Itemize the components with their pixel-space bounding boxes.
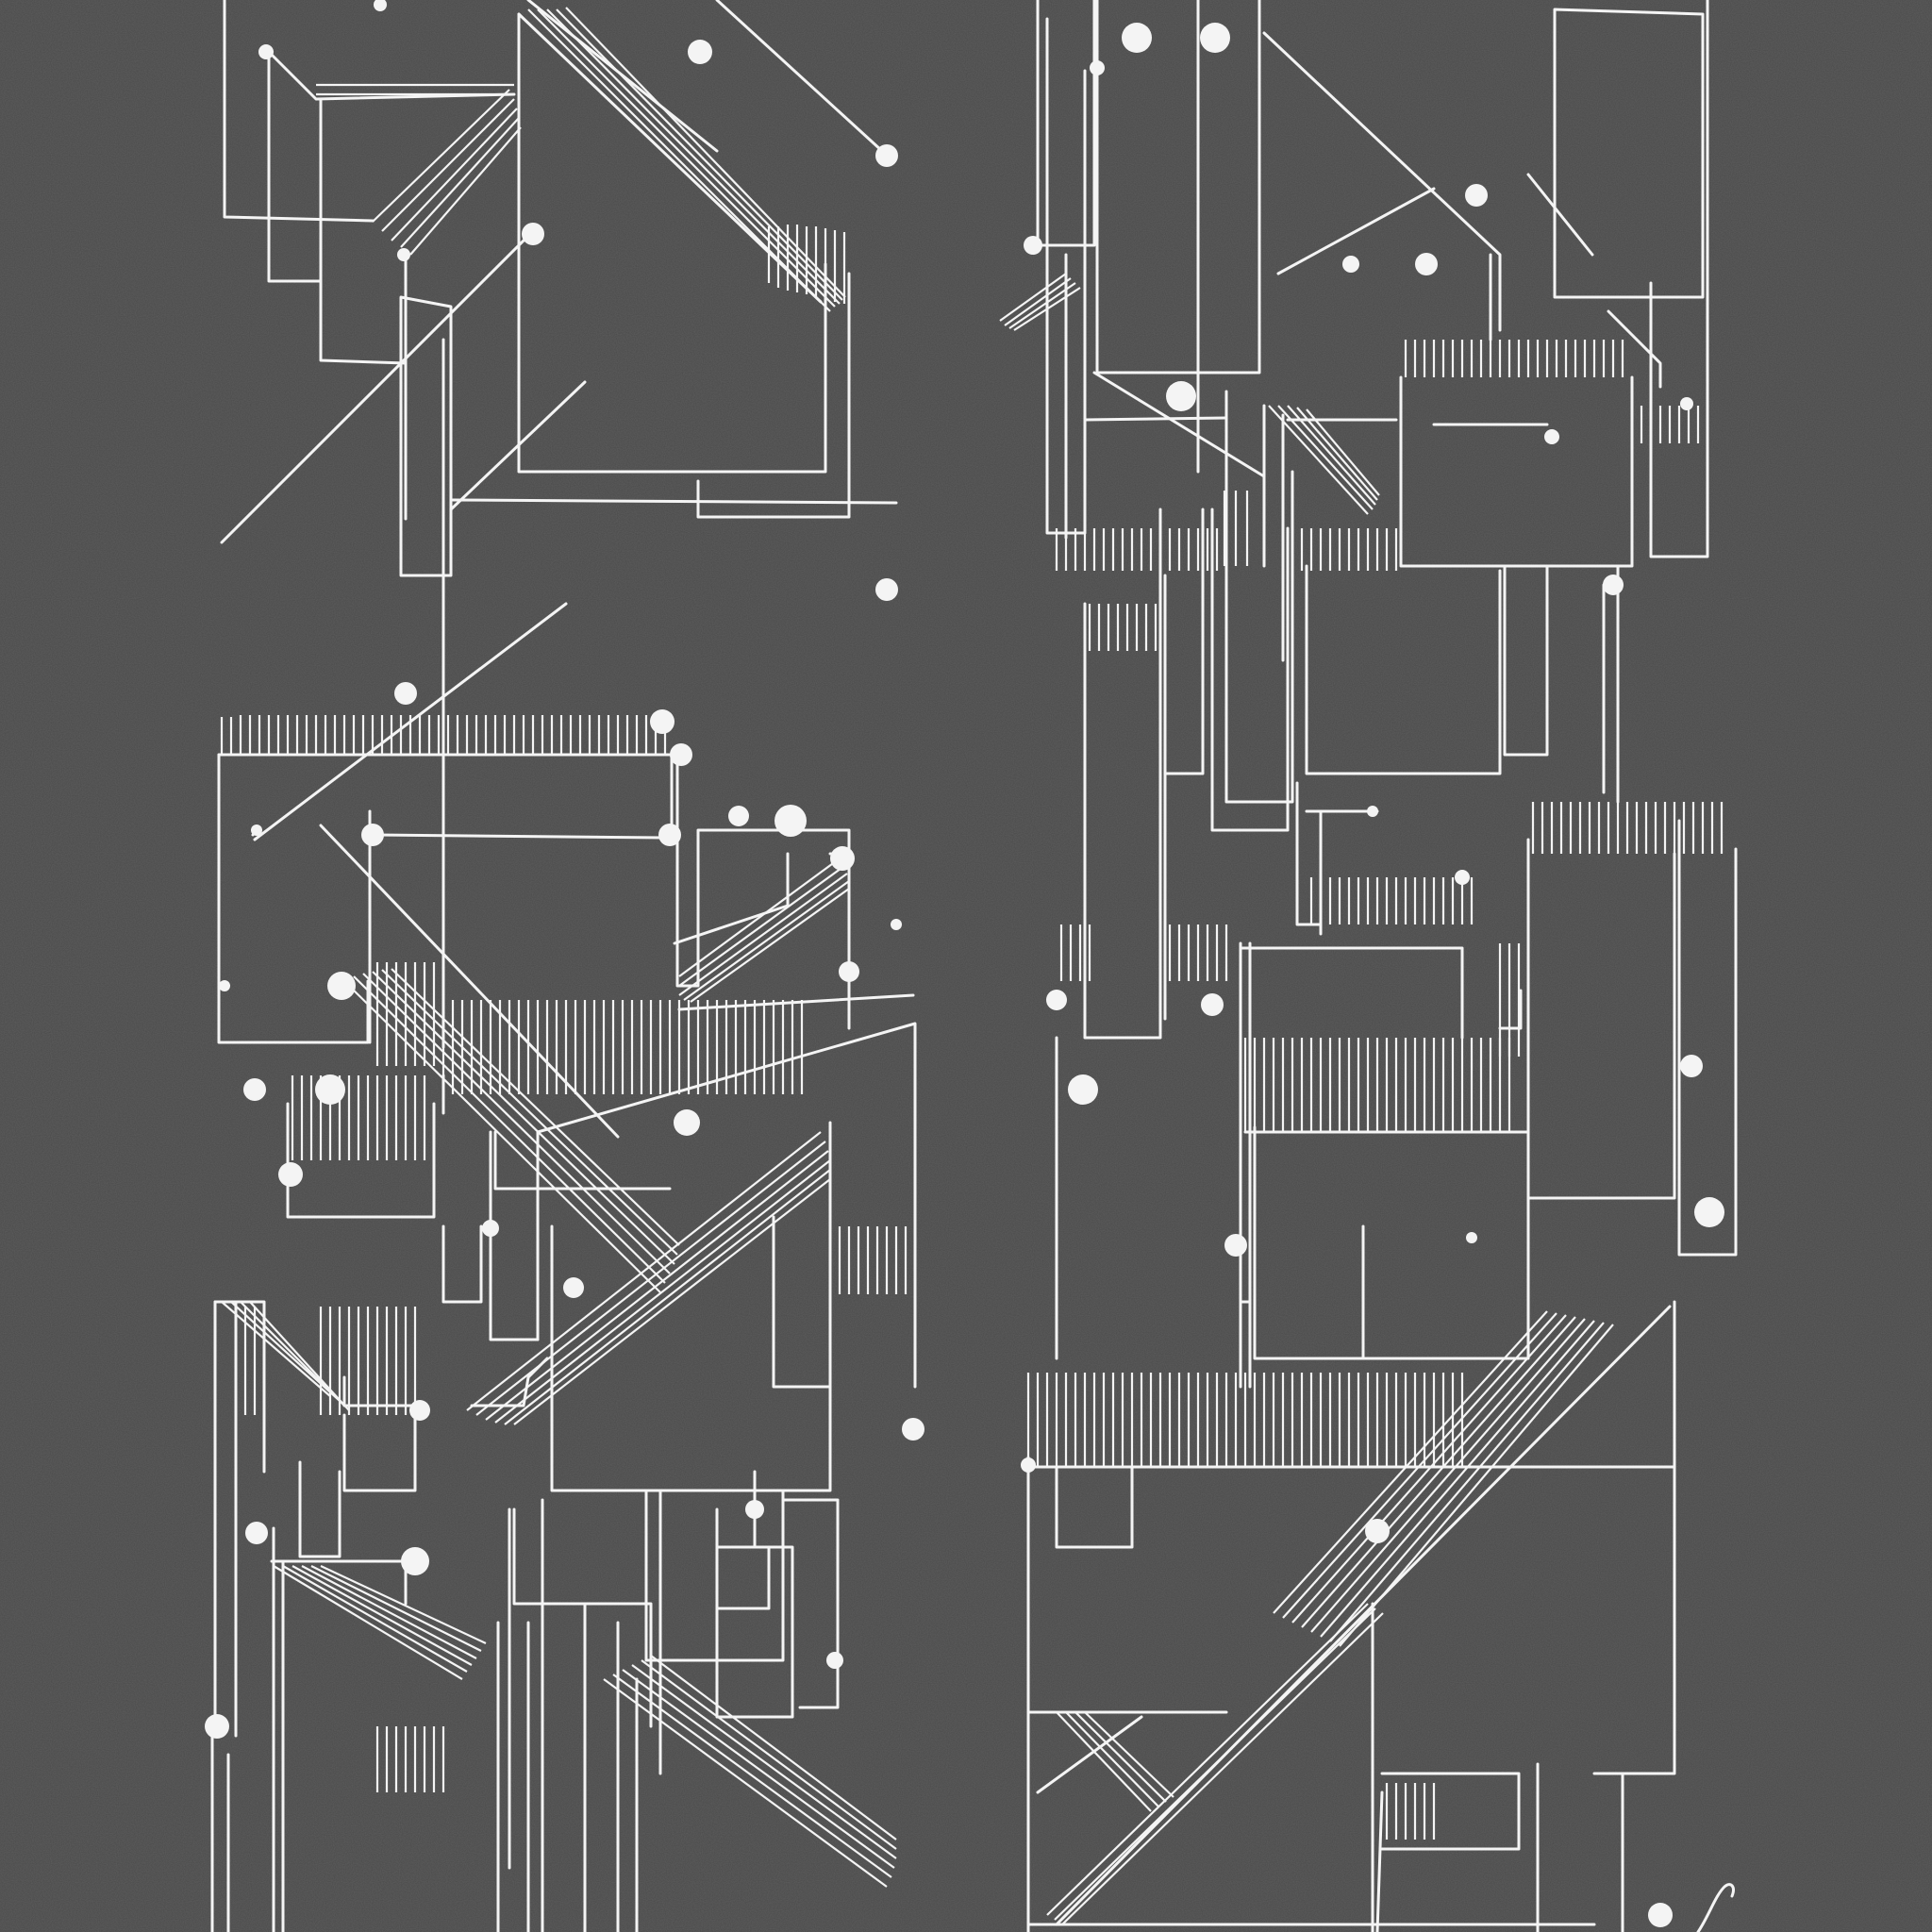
left-structure-middle-dots bbox=[219, 682, 902, 1000]
right-structure-top-dots bbox=[1024, 23, 1693, 595]
left-structure-middle-hatching bbox=[220, 715, 850, 1094]
right-structure-bottom-dots bbox=[1021, 1457, 1673, 1927]
right-structure-bottom bbox=[1026, 1300, 1676, 1932]
right-structure-middle-dots bbox=[1046, 806, 1724, 1257]
signature-mark bbox=[1696, 1883, 1735, 1932]
left-structure-bottom-hatching bbox=[221, 968, 908, 1888]
right-structure-bottom-hatching bbox=[1026, 1310, 1614, 1925]
left-structure-top-hatching bbox=[316, 7, 846, 312]
right-structure-middle bbox=[1055, 508, 1738, 1389]
right-structure-middle-hatching bbox=[1059, 802, 1724, 1132]
left-structure-bottom-dots bbox=[205, 1074, 924, 1739]
left-structure-top-dots bbox=[258, 0, 898, 601]
right-structure-top bbox=[1036, 0, 1709, 804]
right-structure-top-hatching bbox=[999, 273, 1700, 651]
left-structure-bottom bbox=[210, 1022, 917, 1932]
